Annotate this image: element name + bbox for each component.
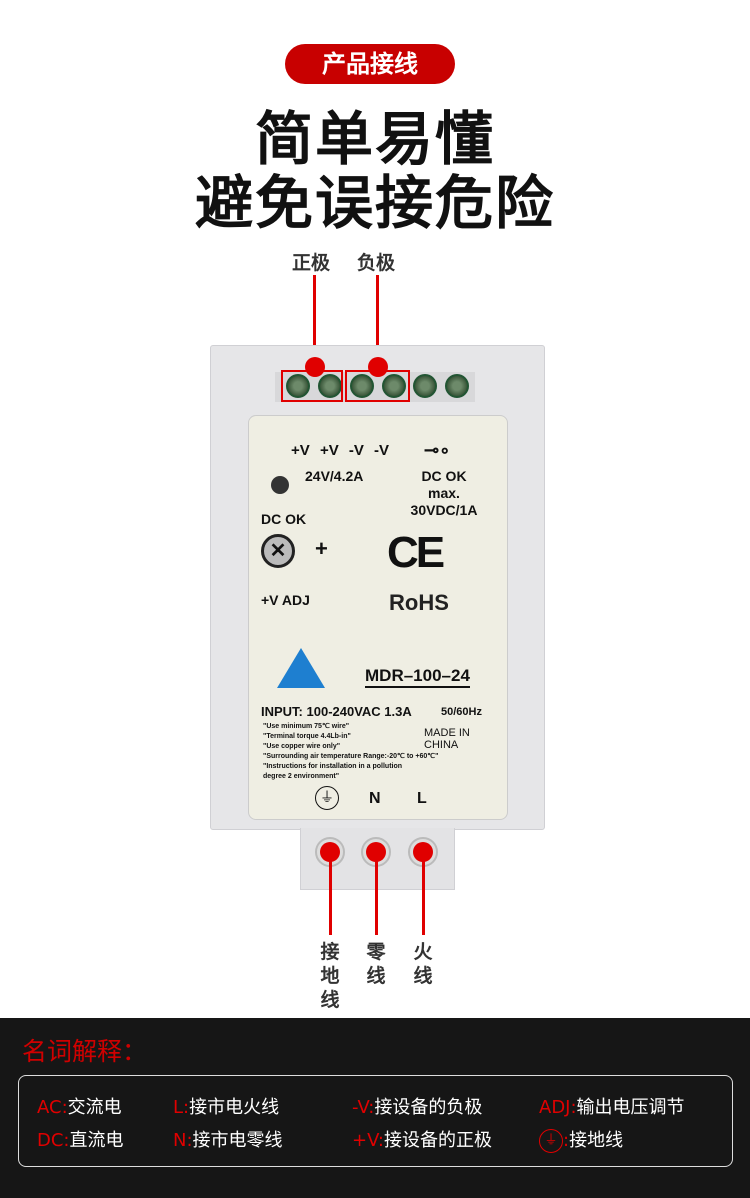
glossary-adj: ADJ:输出电压调节 (539, 1097, 685, 1118)
glossary-section: 名词解释： AC:交流电 DC:直流电 L:接市电火线 N:接市电零线 -V:接… (0, 1018, 750, 1198)
led-indicator (271, 476, 289, 494)
live-label: 火线 (413, 941, 433, 987)
ground-symbol-icon: ⏚ (315, 786, 339, 810)
glossary-l: L:接市电火线 (173, 1097, 280, 1118)
adjust-potentiometer-icon: ✕ (261, 534, 295, 568)
headline-1: 简单易懂 (254, 105, 495, 173)
glossary-n: N:接市电零线 (173, 1130, 283, 1151)
product-wiring-badge: 产品接线 (285, 44, 455, 84)
ground-pointer (329, 860, 332, 935)
positive-label: 正极 (292, 252, 331, 274)
adj-label: +V ADJ (261, 592, 310, 608)
brand-logo-icon (277, 648, 325, 688)
live-marking: L (417, 790, 427, 807)
positive-dot (305, 357, 325, 377)
dc-ok-label: DC OK (261, 511, 307, 527)
model-number: MDR–100–24 (365, 666, 470, 688)
input-rating: INPUT: 100-240VAC 1.3A (261, 704, 412, 719)
negative-label: 负极 (357, 252, 396, 274)
glossary-box: AC:交流电 DC:直流电 L:接市电火线 N:接市电零线 -V:接设备的负极 … (18, 1075, 733, 1167)
headline-2: 避免误接危险 (194, 169, 555, 237)
rohs-mark: RoHS (389, 590, 449, 615)
neutral-label: 零线 (366, 941, 386, 987)
terminal-markings: +V +V -V -V (291, 442, 390, 459)
made-in: MADE IN CHINA (424, 727, 470, 751)
switch-icon: ⊸∘ (424, 440, 451, 460)
glossary-dc: DC:直流电 (37, 1130, 124, 1151)
live-pointer (422, 860, 425, 935)
positive-pointer (313, 275, 316, 365)
ground-label: 接地线 (320, 941, 340, 1011)
terminal-screw (382, 374, 406, 398)
neutral-marking: N (369, 790, 381, 807)
terminal-screw (286, 374, 310, 398)
glossary-plus-v: +V:接设备的正极 (352, 1130, 492, 1151)
terminal-screw (350, 374, 374, 398)
plus-sign: + (315, 536, 328, 561)
negative-pointer (376, 275, 379, 365)
negative-dot (368, 357, 388, 377)
output-rating: 24V/4.2A (305, 468, 364, 484)
glossary-ac: AC:交流电 (37, 1097, 122, 1118)
neutral-pointer (375, 860, 378, 935)
frequency: 50/60Hz (441, 706, 482, 718)
notes: "Use minimum 75℃ wire""Terminal torque 4… (263, 723, 439, 780)
ce-mark: CE (387, 528, 445, 577)
neutral-terminal (361, 837, 391, 867)
glossary-ground: ⏚:接地线 (539, 1126, 623, 1153)
ground-symbol-icon: ⏚ (539, 1129, 563, 1153)
glossary-heading: 名词解释： (22, 1037, 148, 1066)
glossary-minus-v: -V:接设备的负极 (352, 1097, 483, 1118)
terminal-screw (445, 374, 469, 398)
terminal-screw (413, 374, 437, 398)
